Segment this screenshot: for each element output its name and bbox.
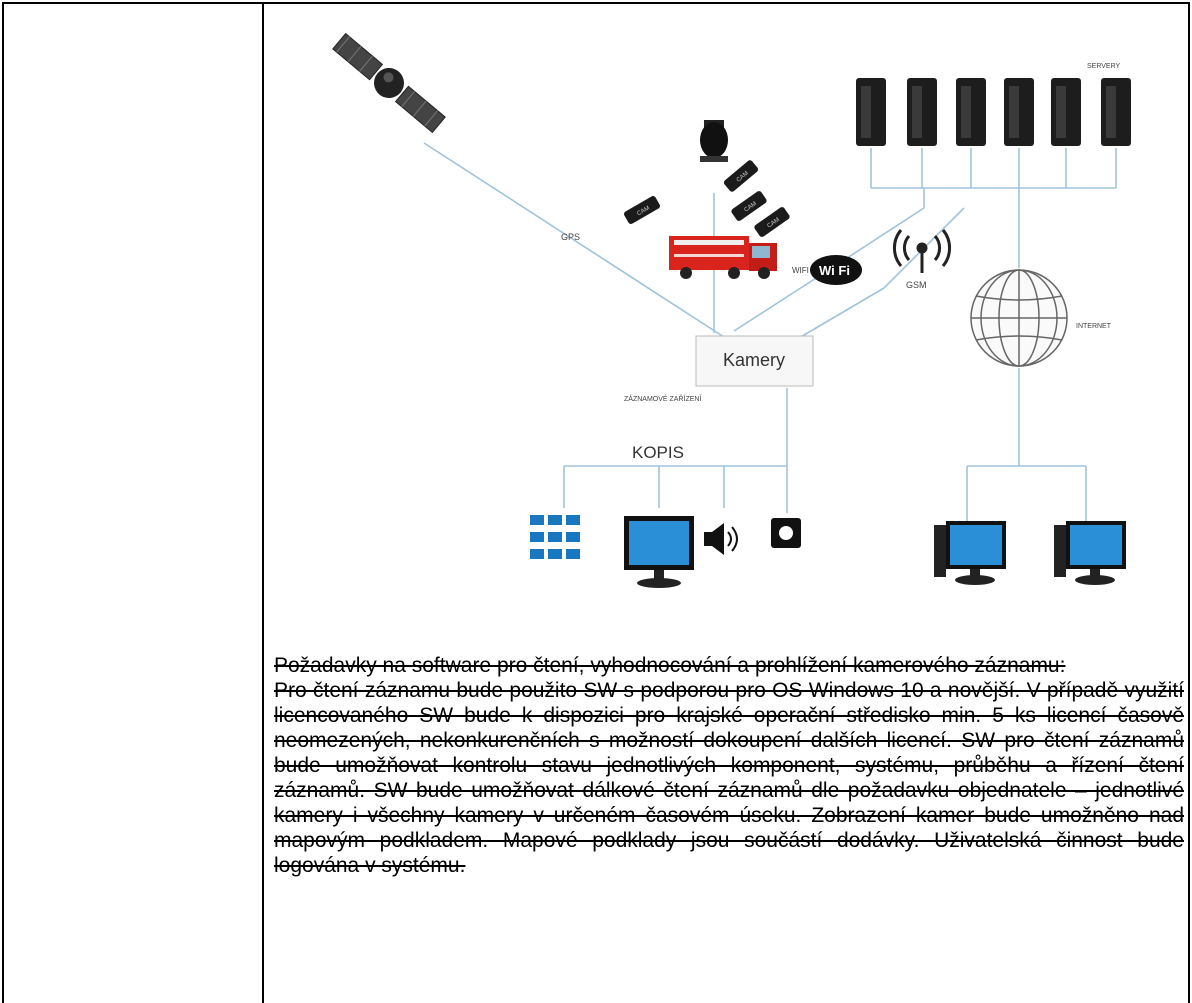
- svg-text:CAM: CAM: [636, 205, 651, 217]
- server-icon: [907, 78, 937, 146]
- system-diagram: GPS CAM CAM CAM CAM WIFI: [332, 32, 1131, 588]
- satellite-icon: [332, 32, 446, 134]
- dome-camera-icon: [700, 120, 728, 162]
- video-wall-icon: [530, 515, 580, 559]
- gsm-antenna-icon: [893, 229, 951, 273]
- internet-label: INTERNET: [1076, 323, 1112, 330]
- fire-truck-icon: [669, 236, 777, 279]
- server-icon: [856, 78, 886, 146]
- gps-label: GPS: [561, 232, 580, 242]
- recorder-device-icon: [771, 518, 801, 548]
- workstation-icon: [1054, 521, 1126, 585]
- requirements-text: Požadavky na software pro čtení, vyhodno…: [274, 653, 1184, 878]
- servers-label: SERVERY: [1087, 63, 1121, 70]
- column-divider: [262, 4, 264, 1003]
- recorder-caption: ZÁZNAMOVÉ ZAŘÍZENÍ: [624, 394, 701, 403]
- recorder-label: Kamery: [723, 350, 785, 370]
- servers: [856, 78, 1131, 146]
- server-icon: [1051, 78, 1081, 146]
- server-icon: [956, 78, 986, 146]
- svg-text:Wi Fi: Wi Fi: [819, 263, 850, 278]
- cam-units: CAM CAM CAM CAM: [624, 160, 790, 237]
- gsm-label: GSM: [906, 280, 927, 290]
- server-icon: [1101, 78, 1131, 146]
- server-icon: [1004, 78, 1034, 146]
- kopis-label: KOPIS: [632, 443, 684, 462]
- speaker-icon: [704, 523, 738, 555]
- monitor-icon: [624, 516, 694, 588]
- requirements-body: Pro čtení záznamu bude použito SW s podp…: [274, 679, 1184, 877]
- internet-globe-icon: [970, 269, 1068, 367]
- workstation-icon: [934, 521, 1006, 585]
- wifi-logo-icon: Wi Fi: [810, 255, 862, 285]
- requirements-heading: Požadavky na software pro čtení, vyhodno…: [274, 654, 1066, 677]
- wifi-label: WIFI: [792, 266, 809, 275]
- recorder-box: Kamery: [695, 335, 814, 387]
